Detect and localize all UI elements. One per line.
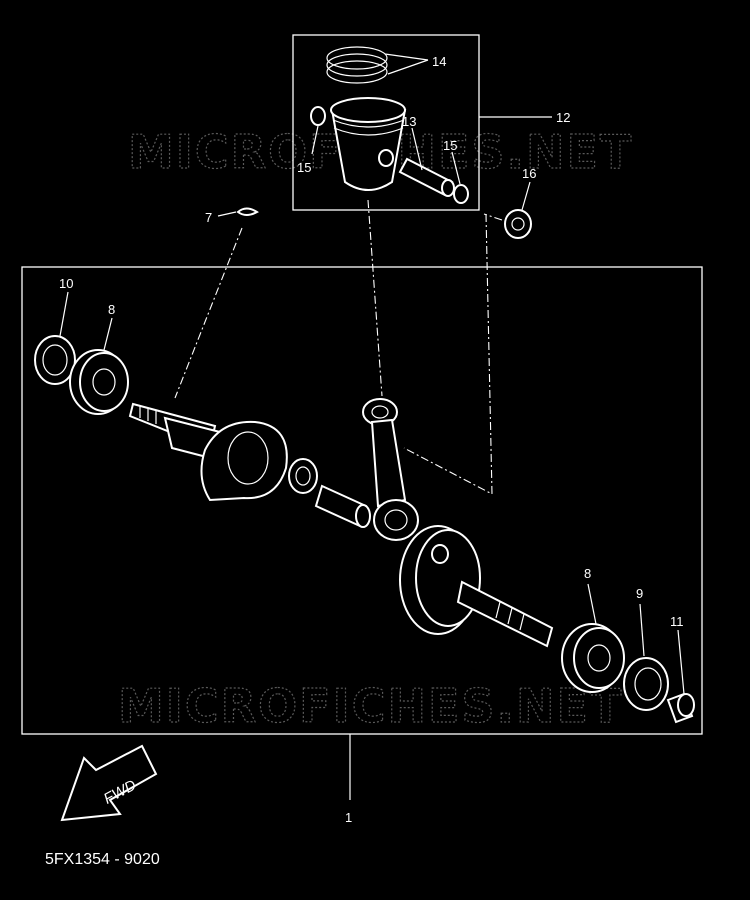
fwd-arrow: FWD bbox=[60, 744, 158, 822]
crankshaft-right-half bbox=[399, 525, 554, 648]
piston-kit-frame bbox=[292, 34, 480, 211]
leader-lines bbox=[59, 53, 685, 800]
callout-11: 11 bbox=[670, 614, 684, 629]
circlip-left bbox=[310, 106, 326, 126]
callout-9: 9 bbox=[636, 586, 643, 601]
watermark-bottom: MICROFICHES.NET bbox=[118, 679, 623, 733]
crank-pin bbox=[314, 484, 371, 528]
callout-7: 7 bbox=[205, 210, 212, 225]
bearing-left bbox=[69, 349, 129, 415]
big-end-bearing bbox=[288, 458, 318, 494]
crankshaft-left-half bbox=[128, 402, 288, 502]
callout-8-left: 8 bbox=[108, 302, 115, 317]
oil-seal-left bbox=[34, 335, 76, 385]
oil-seal-right bbox=[623, 657, 669, 711]
callout-8-right: 8 bbox=[584, 566, 591, 581]
piston bbox=[330, 97, 407, 191]
callout-15-right: 15 bbox=[443, 138, 457, 153]
piston-rings bbox=[326, 46, 388, 84]
crankshaft-assembly-frame bbox=[21, 266, 703, 735]
callout-15-left: 15 bbox=[297, 160, 311, 175]
piston-pin bbox=[398, 157, 455, 197]
callout-14: 14 bbox=[432, 54, 446, 69]
woodruff-key bbox=[236, 207, 259, 216]
callout-10: 10 bbox=[59, 276, 73, 291]
collar bbox=[666, 692, 695, 724]
small-end-bearing bbox=[504, 209, 532, 239]
callout-12: 12 bbox=[556, 110, 570, 125]
bearing-right bbox=[561, 623, 625, 693]
connecting-rod bbox=[362, 398, 419, 541]
assembly-guide-lines bbox=[174, 199, 503, 495]
callout-13: 13 bbox=[402, 114, 416, 129]
figure-code: 5FX1354 - 9020 bbox=[45, 851, 160, 868]
callout-1: 1 bbox=[345, 810, 352, 825]
callout-16: 16 bbox=[522, 166, 536, 181]
circlip-right bbox=[453, 184, 469, 204]
